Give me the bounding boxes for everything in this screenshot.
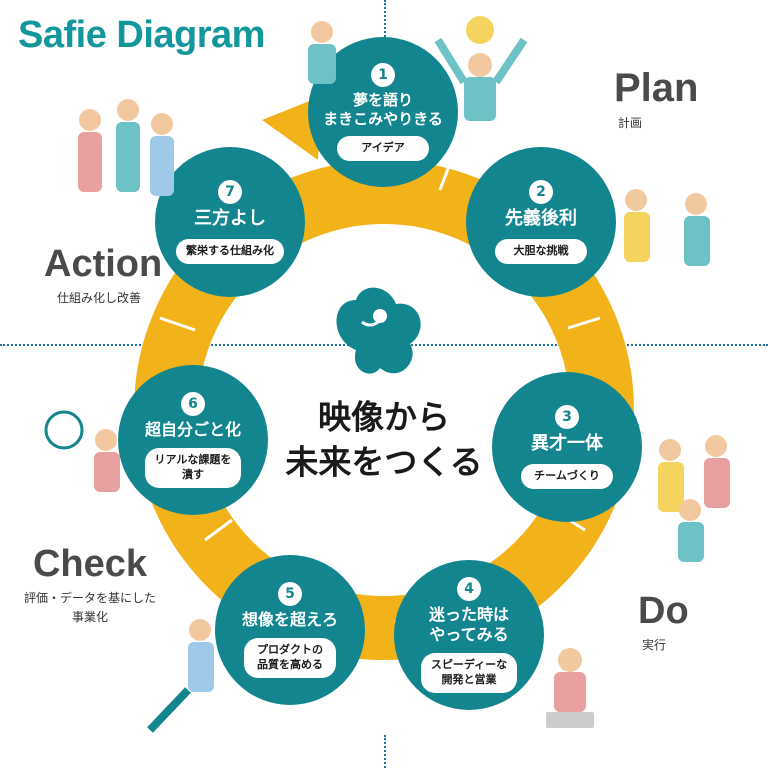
axis-vertical-divider-bottom xyxy=(384,735,386,768)
center-slogan: 映像から 未来をつくる xyxy=(285,397,483,481)
step-7-pill: 繁栄する仕組み化 xyxy=(176,238,284,264)
people-illustration-step4 xyxy=(546,648,594,728)
step-2-number: 2 xyxy=(529,180,553,205)
step-4-number: 4 xyxy=(457,577,481,602)
axis-vertical-divider-top xyxy=(384,0,386,44)
step-6-title: 超自分ごと化 xyxy=(144,420,241,440)
people-illustration-action xyxy=(78,99,174,196)
phase-check-sub: 評価・データを基にした 事業化 xyxy=(23,591,156,625)
phase-do: Do 実行 xyxy=(638,592,689,653)
phase-check: Check 評価・データを基にした 事業化 xyxy=(14,545,166,627)
step-4-title: 迷った時は やってみる xyxy=(428,605,509,645)
people-illustration-top xyxy=(434,16,528,121)
step-2-title: 先義後利 xyxy=(505,208,577,230)
phase-action-label: Action xyxy=(44,243,163,285)
step-2: 2 先義後利 大胆な挑戦 xyxy=(466,147,616,297)
step-4: 4 迷った時は やってみる スピーディーな 開発と営業 xyxy=(394,560,544,710)
people-illustration-topleft xyxy=(308,21,336,84)
step-5-number: 5 xyxy=(278,582,302,607)
step-1-title: 夢を語り まきこみやりきる xyxy=(323,90,443,128)
step-5-pill: プロダクトの 品質を高める xyxy=(244,638,336,678)
phase-plan-sub: 計画 xyxy=(618,116,643,130)
step-4-pill: スピーディーな 開発と営業 xyxy=(420,653,518,693)
cycle-arrow-icon xyxy=(262,96,322,160)
phase-check-label: Check xyxy=(32,543,148,585)
phase-action-sub: 仕組み化し改善 xyxy=(56,291,141,305)
step-3: 3 異才一体 チームづくり xyxy=(492,372,642,522)
phase-do-label: Do xyxy=(638,590,689,632)
step-3-pill: チームづくり xyxy=(521,463,613,489)
step-5: 5 想像を超えろ プロダクトの 品質を高める xyxy=(215,555,365,705)
step-6-number: 6 xyxy=(181,392,205,417)
step-6-pill: リアルな課題を 潰す xyxy=(144,448,242,488)
step-2-pill: 大胆な挑戦 xyxy=(495,238,587,264)
step-6: 6 超自分ごと化 リアルな課題を 潰す xyxy=(118,365,268,515)
step-7-title: 三方よし xyxy=(194,208,266,230)
phase-do-sub: 実行 xyxy=(642,638,667,652)
step-1-number: 1 xyxy=(371,62,395,87)
people-illustration-step5 xyxy=(147,619,214,733)
page-title: Safie Diagram xyxy=(18,14,265,56)
step-1-pill: アイデア xyxy=(337,136,429,162)
step-3-title: 異才一体 xyxy=(531,433,603,455)
step-7: 7 三方よし 繁栄する仕組み化 xyxy=(155,147,305,297)
step-3-number: 3 xyxy=(555,405,579,430)
step-5-title: 想像を超えろ xyxy=(241,610,338,630)
step-7-number: 7 xyxy=(218,180,242,205)
mascot-icon xyxy=(336,287,421,374)
people-illustration-do-team xyxy=(658,435,730,562)
phase-plan-label: Plan xyxy=(614,66,699,110)
phase-plan: Plan 計画 xyxy=(614,68,698,131)
phase-action: Action 仕組み化し改善 xyxy=(44,243,163,306)
people-illustration-check xyxy=(44,410,120,492)
people-illustration-plan xyxy=(624,189,710,266)
